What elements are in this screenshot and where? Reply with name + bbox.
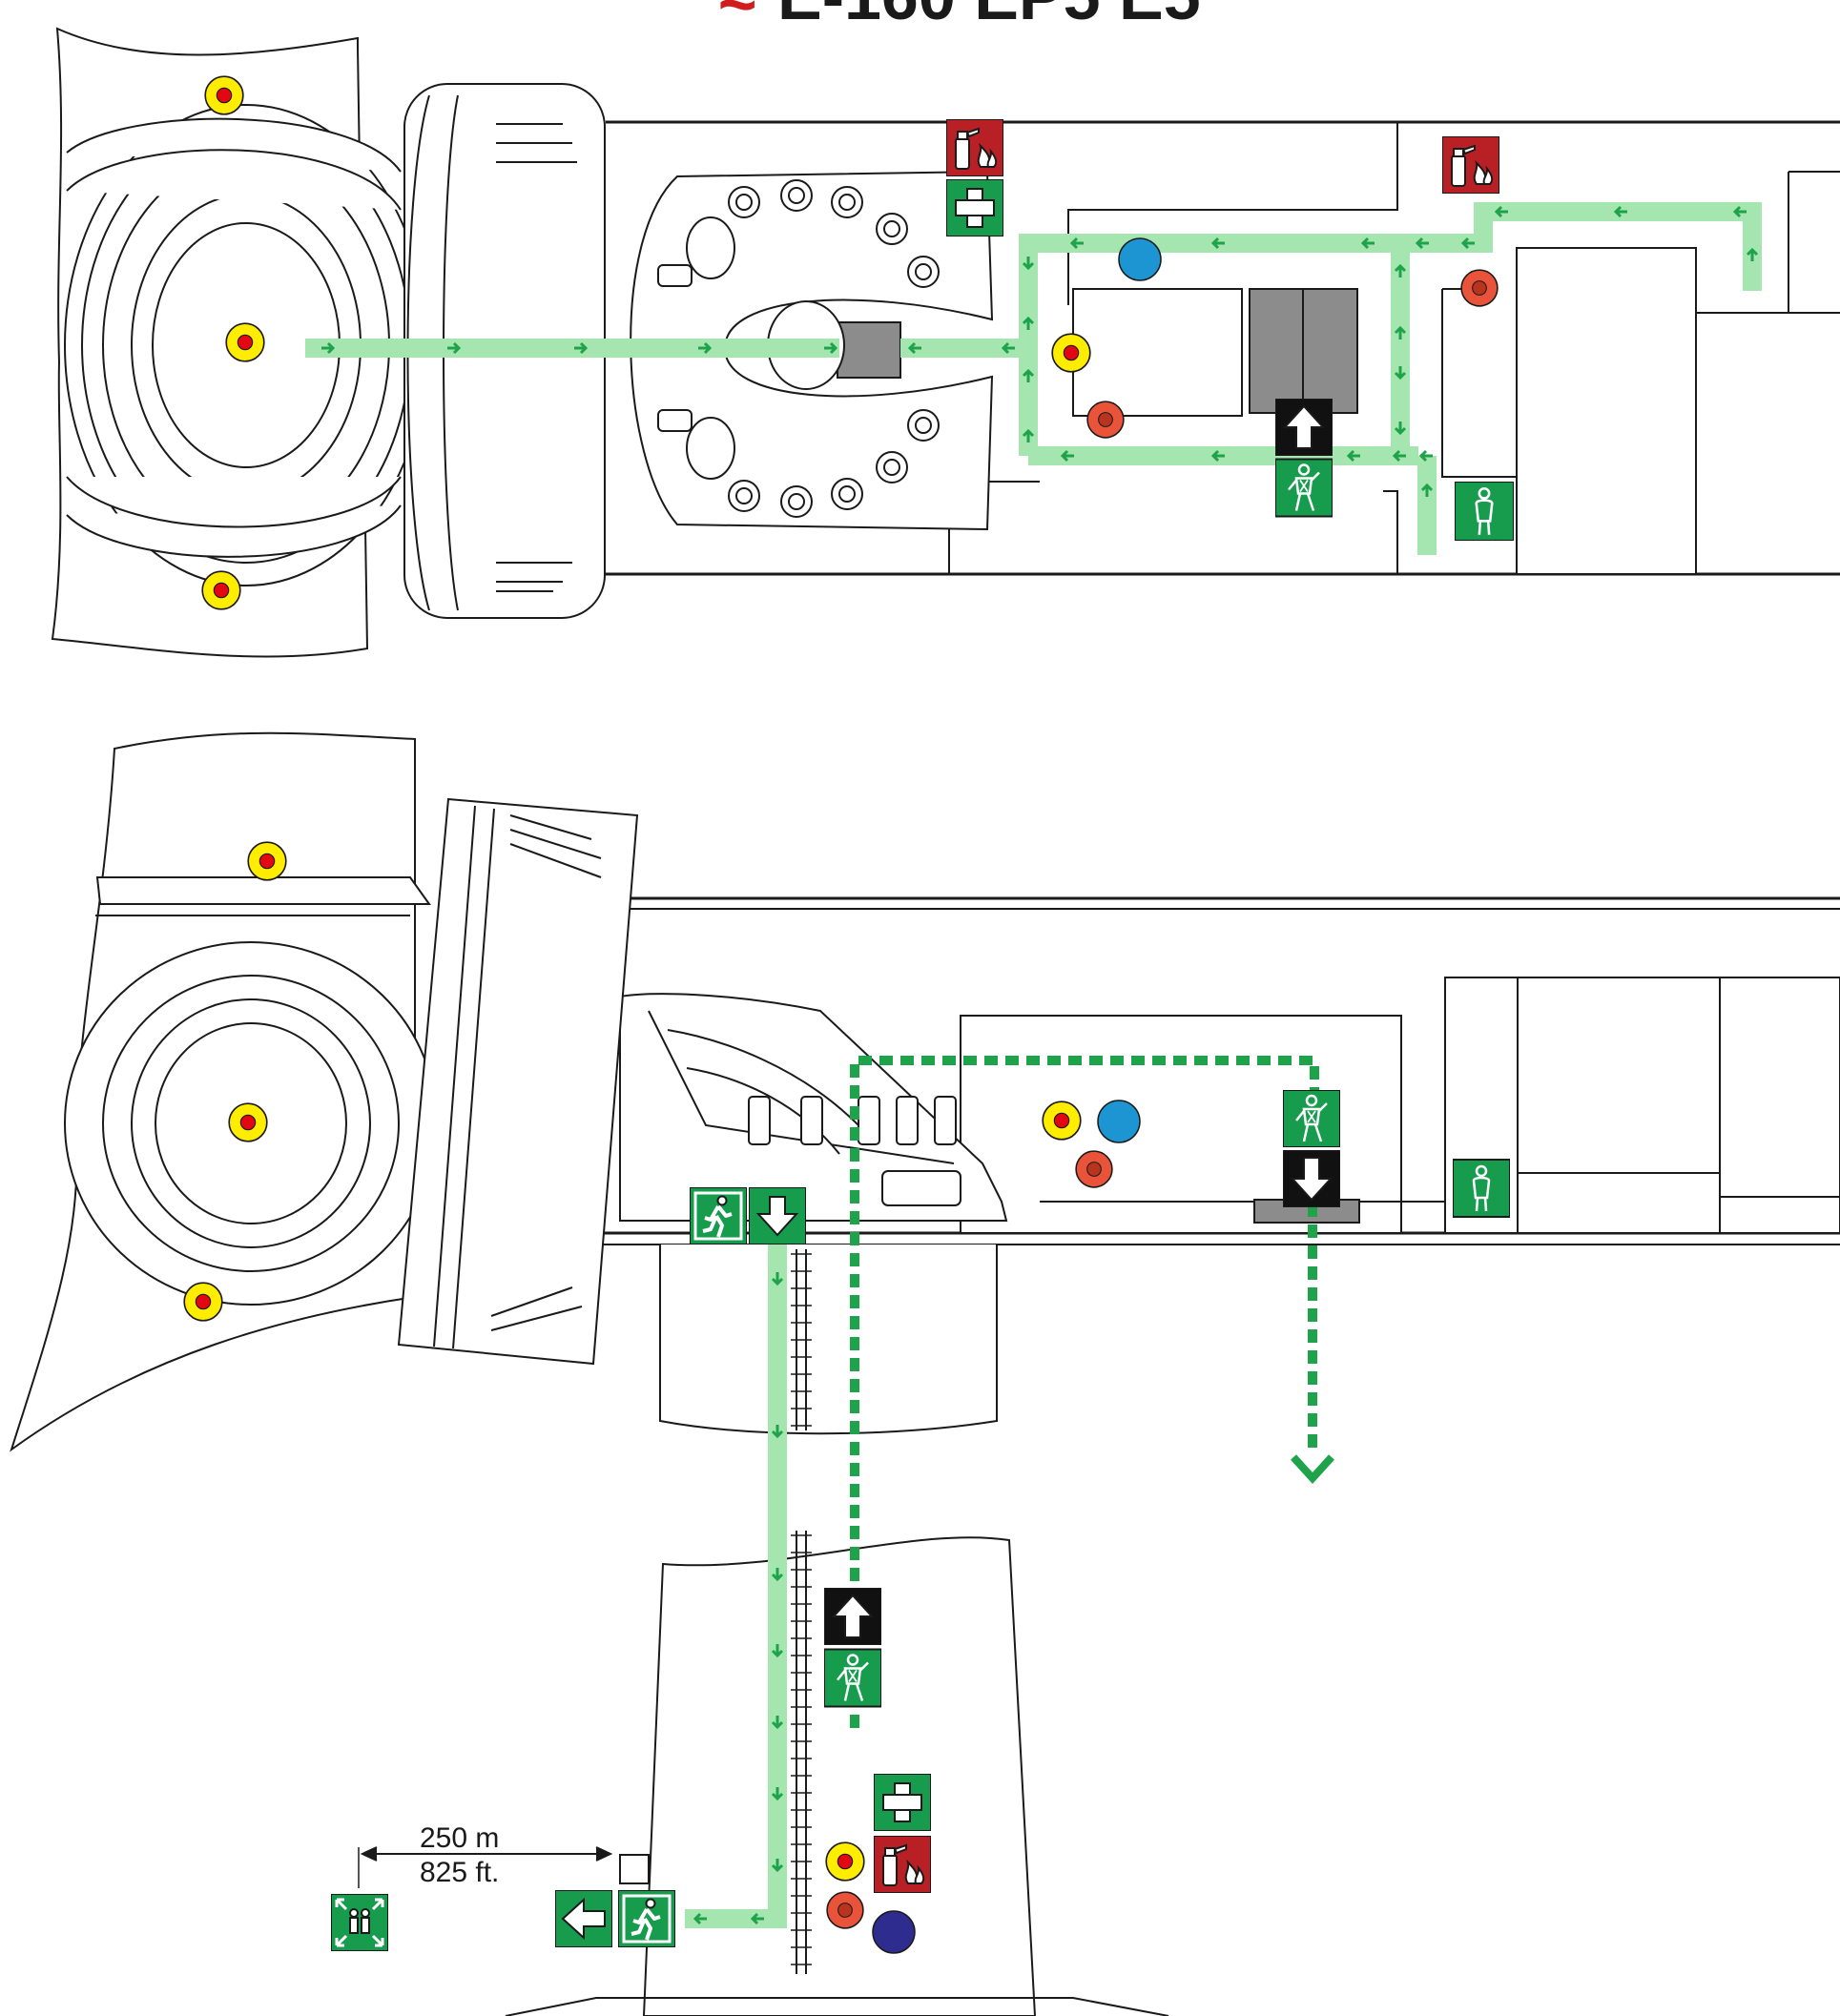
tower-base — [505, 1997, 1169, 2016]
tower-bottom — [642, 1536, 1037, 2016]
top-view — [51, 27, 1840, 658]
rescue-route — [850, 1056, 1319, 1728]
nacelle-outline — [606, 120, 1840, 576]
arrow-down-sign-icon — [749, 1187, 806, 1245]
ladder-rungs — [791, 1253, 812, 1965]
stop-button-icon — [1075, 1150, 1113, 1188]
emergency-stop-icon — [247, 841, 287, 881]
stop-button-icon — [1086, 401, 1125, 439]
first-aid-icon — [874, 1774, 931, 1831]
stop-button-icon — [1460, 269, 1499, 307]
person-sign-icon — [1455, 482, 1514, 541]
bolt-ring — [728, 179, 940, 518]
emergency-stop-icon — [225, 322, 265, 362]
distance-indicator — [358, 1846, 613, 1888]
generator-block — [1249, 288, 1358, 414]
arrow-down-sign-icon — [1283, 1150, 1340, 1207]
emergency-stop-icon — [228, 1102, 268, 1142]
emergency-exit-icon — [690, 1187, 747, 1245]
rotor-side — [10, 731, 639, 1452]
rescue-arrow-icon — [1291, 1454, 1334, 1484]
first-aid-icon — [946, 179, 1003, 237]
emergency-exit-icon — [618, 1890, 675, 1947]
emergency-stop-icon — [825, 1841, 865, 1882]
tower-door — [619, 1854, 650, 1884]
page-title: E-160 EP5 E5 — [777, 0, 1201, 33]
emergency-stop-icon — [1042, 1101, 1082, 1141]
harness-icon — [1275, 458, 1333, 518]
purple-point-icon — [872, 1910, 916, 1954]
arrow-left-sign-icon — [555, 1890, 612, 1947]
distance-metric: 250 m — [420, 1822, 499, 1854]
fire-extinguisher-icon — [874, 1836, 931, 1893]
blue-point-icon — [1097, 1100, 1141, 1143]
distance-imperial: 825 ft. — [420, 1857, 499, 1888]
harness-icon — [824, 1648, 881, 1708]
emergency-stop-icon — [201, 570, 241, 610]
harness-icon — [1283, 1090, 1340, 1147]
side-view — [10, 731, 1840, 2016]
emergency-stop-icon — [204, 75, 244, 115]
stop-button-icon — [826, 1891, 864, 1929]
drivetrain-side — [619, 993, 1008, 1222]
fire-extinguisher-icon — [946, 119, 1003, 176]
shaft-coupling — [837, 321, 901, 379]
tower-top — [659, 1245, 998, 1435]
main-bearing — [630, 170, 994, 531]
fire-extinguisher-icon — [1442, 136, 1499, 194]
emergency-stop-icon — [183, 1282, 223, 1322]
blue-point-icon — [1118, 237, 1162, 281]
person-sign-icon — [1453, 1159, 1510, 1218]
escape-route-side — [685, 1245, 787, 1928]
arrow-up-sign-icon — [824, 1588, 881, 1645]
arrow-up-sign-icon — [1275, 399, 1333, 456]
emergency-stop-icon — [1051, 333, 1091, 373]
assembly-point-icon — [331, 1894, 388, 1951]
title-symbol: ≈ — [719, 0, 755, 33]
